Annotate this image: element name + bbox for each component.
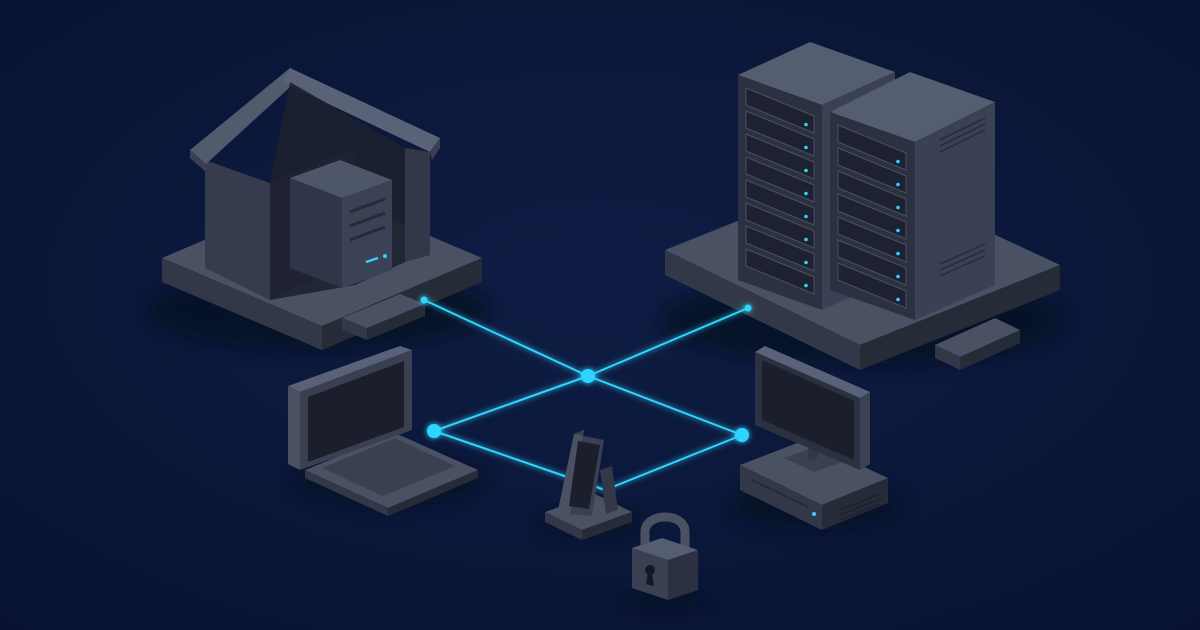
data-center-group <box>660 42 1060 370</box>
rack-led <box>804 191 808 196</box>
network-link-hub-desktop <box>587 375 743 436</box>
rack-led <box>804 214 808 219</box>
network-joint-hub <box>581 369 595 383</box>
network-link-data-center-hub <box>587 307 749 377</box>
rack-unit <box>837 262 907 309</box>
rack-led <box>896 205 900 210</box>
platform-steps <box>935 318 1020 370</box>
rack-led <box>804 260 808 265</box>
network-links <box>423 299 749 491</box>
laptop-icon <box>288 346 485 516</box>
rack-led <box>896 228 900 233</box>
vent-grille <box>939 117 986 277</box>
platform-steps <box>342 294 425 340</box>
network-link-hub-laptop <box>433 375 589 432</box>
desktop-computer-icon <box>730 346 900 530</box>
rack-led <box>804 145 808 150</box>
rack-unit <box>745 248 815 295</box>
rack-unit <box>745 133 815 180</box>
rack-unit <box>837 193 907 240</box>
rack-unit <box>745 110 815 157</box>
rack-units <box>745 87 815 295</box>
rack-units <box>837 124 907 309</box>
rack-unit <box>837 216 907 263</box>
network-joint-laptop <box>427 424 441 438</box>
network-joint-data-center <box>744 304 752 312</box>
phone-on-stand-icon <box>540 430 640 540</box>
padlock-icon <box>625 512 705 610</box>
home-server-group <box>150 68 490 350</box>
rack-led <box>896 159 900 164</box>
rack-led <box>896 274 900 279</box>
rack-led <box>896 251 900 256</box>
rack-led <box>896 182 900 187</box>
network-link-home-server-hub <box>423 299 589 377</box>
tower-server-icon <box>290 160 392 288</box>
network-joint-home-server <box>420 296 428 304</box>
network-link-desktop-phone <box>604 434 743 491</box>
rack-unit <box>745 179 815 226</box>
rack-unit <box>837 147 907 194</box>
rack-led <box>804 122 808 127</box>
network-joints <box>420 296 752 442</box>
rack-unit <box>837 239 907 286</box>
rack-unit <box>745 202 815 249</box>
rack-led <box>804 168 808 173</box>
rack-led <box>804 237 808 242</box>
network-joint-desktop <box>735 428 749 442</box>
rack-unit <box>745 225 815 272</box>
rack-unit <box>745 87 815 134</box>
rack-unit <box>837 170 907 217</box>
rack-unit <box>837 124 907 171</box>
rack-led <box>804 283 808 288</box>
rack-unit <box>745 156 815 203</box>
rack-led <box>896 297 900 302</box>
